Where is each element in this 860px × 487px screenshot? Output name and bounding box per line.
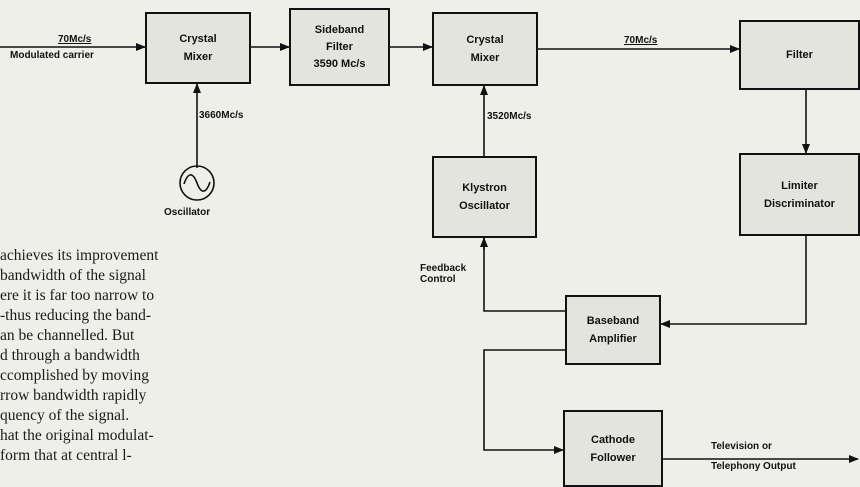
feedback-control-line1: Feedback — [420, 263, 467, 274]
limiter-discriminator-line2: Discriminator — [764, 197, 835, 210]
feedback-control-label: Feedback Control — [420, 263, 466, 285]
baseband-amplifier: Baseband Amplifier — [565, 295, 661, 365]
cathode-follower-line1: Cathode — [591, 433, 635, 446]
input-frequency-label: 70Mc/s — [58, 34, 92, 45]
crystal-mixer-1-line1: Crystal — [179, 33, 217, 45]
klystron-oscillator-line1: Klystron — [462, 182, 507, 194]
crystal-mixer-2: Crystal Mixer — [432, 12, 538, 86]
feedback-control-line2: Control — [420, 274, 456, 285]
feedback-line — [483, 238, 565, 312]
oscillator-label: Oscillator — [164, 207, 211, 218]
filter-label: Filter — [786, 49, 813, 61]
text-line: ere it is far too narrow to — [0, 287, 155, 304]
cathode-follower-line2: Follower — [590, 451, 636, 464]
text-line: form that at central l- — [0, 447, 132, 464]
article-body-text: achieves its improvement bandwidth of the… — [0, 246, 388, 487]
klystron-oscillator: Klystron Oscillator — [432, 156, 537, 238]
text-line: hat the original modulat- — [0, 427, 154, 444]
text-line: -thus reducing the band- — [0, 307, 152, 324]
cathode-follower: Cathode Follower — [563, 410, 663, 487]
baseband-amplifier-line1: Baseband — [586, 315, 640, 327]
limiter-to-baseband-arrow — [660, 236, 807, 328]
crystal-mixer-2-line1: Crystal — [466, 34, 504, 46]
baseband-to-cathode-arrow — [483, 349, 565, 454]
text-line: achieves its improvement — [0, 247, 159, 264]
text-line: ccomplished by moving — [0, 367, 149, 384]
input-carrier-label: Modulated carrier — [10, 50, 94, 61]
oscillator-frequency-label: 3660Mc/s — [199, 110, 244, 121]
klystron-frequency-label: 3520Mc/s — [487, 111, 532, 122]
sideband-filter-line2: Filter — [326, 40, 353, 53]
baseband-amplifier-line2: Amplifier — [589, 333, 637, 345]
crystal-mixer-2-line2: Mixer — [470, 52, 500, 64]
limiter-discriminator: Limiter Discriminator — [739, 153, 860, 236]
sideband-filter: Sideband Filter 3590 Mc/s — [289, 8, 390, 86]
crystal-mixer-1: Crystal Mixer — [145, 12, 251, 84]
sideband-filter-line1: Sideband — [314, 23, 365, 36]
text-line: an be channelled. But — [0, 327, 135, 344]
output-label-line2: Telephony Output — [711, 461, 796, 472]
filter-box: Filter — [739, 20, 860, 90]
text-line: bandwidth of the signal — [0, 267, 146, 284]
mid-frequency-label: 70Mc/s — [624, 35, 658, 46]
limiter-discriminator-line1: Limiter — [781, 179, 818, 192]
oscillator-symbol-icon — [179, 165, 215, 201]
text-line: d through a bandwidth — [0, 347, 140, 364]
output-label-line1: Television or — [711, 441, 772, 452]
crystal-mixer-1-line2: Mixer — [183, 51, 213, 63]
text-line: rrow bandwidth rapidly — [0, 387, 147, 404]
klystron-oscillator-line2: Oscillator — [459, 200, 510, 212]
text-line: quency of the signal. — [0, 407, 130, 424]
sideband-filter-frequency: 3590 Mc/s — [313, 57, 366, 70]
